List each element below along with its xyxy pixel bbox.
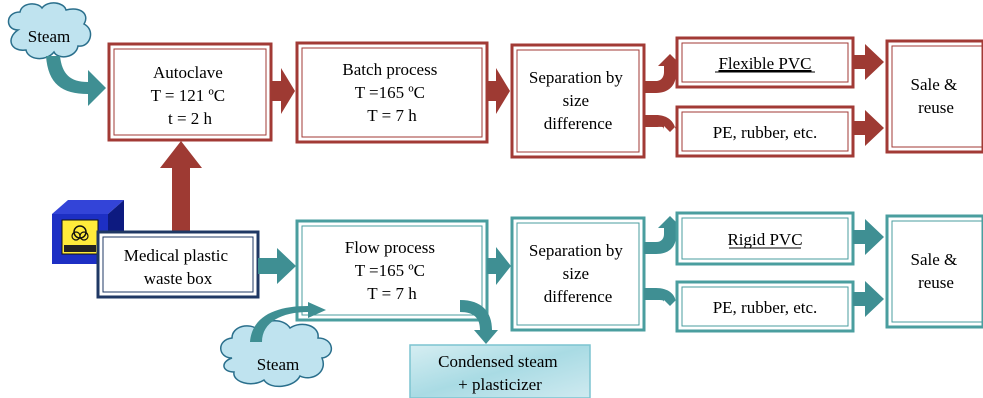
cloud-shape [7,2,92,60]
separation-box-bottom: Separation by size difference [510,216,646,332]
arrow-batch-separation [487,68,510,114]
pe-rubber-box-top: PE, rubber, etc. [675,105,855,158]
arrow-flow-condensed [460,300,498,344]
flow-process-box: Flow process T =165 ºC T = 7 h [295,219,489,322]
pe-rubber-label-bottom: PE, rubber, etc. [713,298,818,317]
arrow-separation-pe-top [644,115,682,134]
flow-process-label: Flow process T =165 ºC T = 7 h [345,238,439,303]
steam-label-top: Steam [28,27,71,46]
flexible-pvc-label: Flexible PVC [718,54,811,73]
autoclave-label: Autoclave T = 121 ºC t = 2 h [151,63,230,128]
arrow-flexible-sale [853,44,884,80]
pe-rubber-label-top: PE, rubber, etc. [713,123,818,142]
flexible-pvc-box: Flexible PVC [675,36,855,89]
separation-box-top: Separation by size difference [510,43,646,159]
condensed-steam-box: Condensed steam + plasticizer [409,344,591,398]
arrow-separation-flexible [644,54,682,93]
cloud-shape-bottom [220,320,332,388]
arrow-separation-rigid [644,216,682,254]
medical-waste-label: Medical plastic waste box [124,246,233,288]
arrow-pe-sale-top [853,110,884,146]
arrow-separation-pe-bottom [644,288,682,306]
pe-rubber-box-bottom: PE, rubber, etc. [675,280,855,333]
arrow-pe-sale-bottom [853,281,884,317]
sale-reuse-box-top: Sale & reuse [885,39,983,154]
rigid-pvc-box: Rigid PVC [675,211,855,266]
steam-cloud-bottom: Steam [220,320,332,388]
steam-label-bottom: Steam [257,355,300,374]
arrow-waste-flow [258,248,296,284]
separation-label-bottom: Separation by size difference [529,241,627,306]
arrow-flow-separation [487,247,511,285]
arrow-steam-flow [250,302,326,342]
batch-process-label: Batch process T =165 ºC T = 7 h [342,60,441,125]
separation-label-top: Separation by size difference [529,68,627,133]
rigid-pvc-label: Rigid PVC [727,230,802,249]
sale-reuse-label-top: Sale & reuse [911,75,962,117]
steam-cloud-top: Steam [7,2,92,60]
sale-reuse-box-bottom: Sale & reuse [885,214,983,329]
arrow-rigid-sale [853,219,884,255]
arrow-autoclave-batch [271,68,295,114]
condensed-steam-label: Condensed steam + plasticizer [438,352,562,394]
sale-reuse-label-bottom: Sale & reuse [911,250,962,292]
medical-waste-box: Medical plastic waste box [96,230,260,299]
arrow-waste-autoclave [160,141,202,232]
autoclave-box: Autoclave T = 121 ºC t = 2 h [107,42,273,142]
batch-process-box: Batch process T =165 ºC T = 7 h [295,41,489,144]
steam-to-autoclave-arrow [46,56,106,106]
